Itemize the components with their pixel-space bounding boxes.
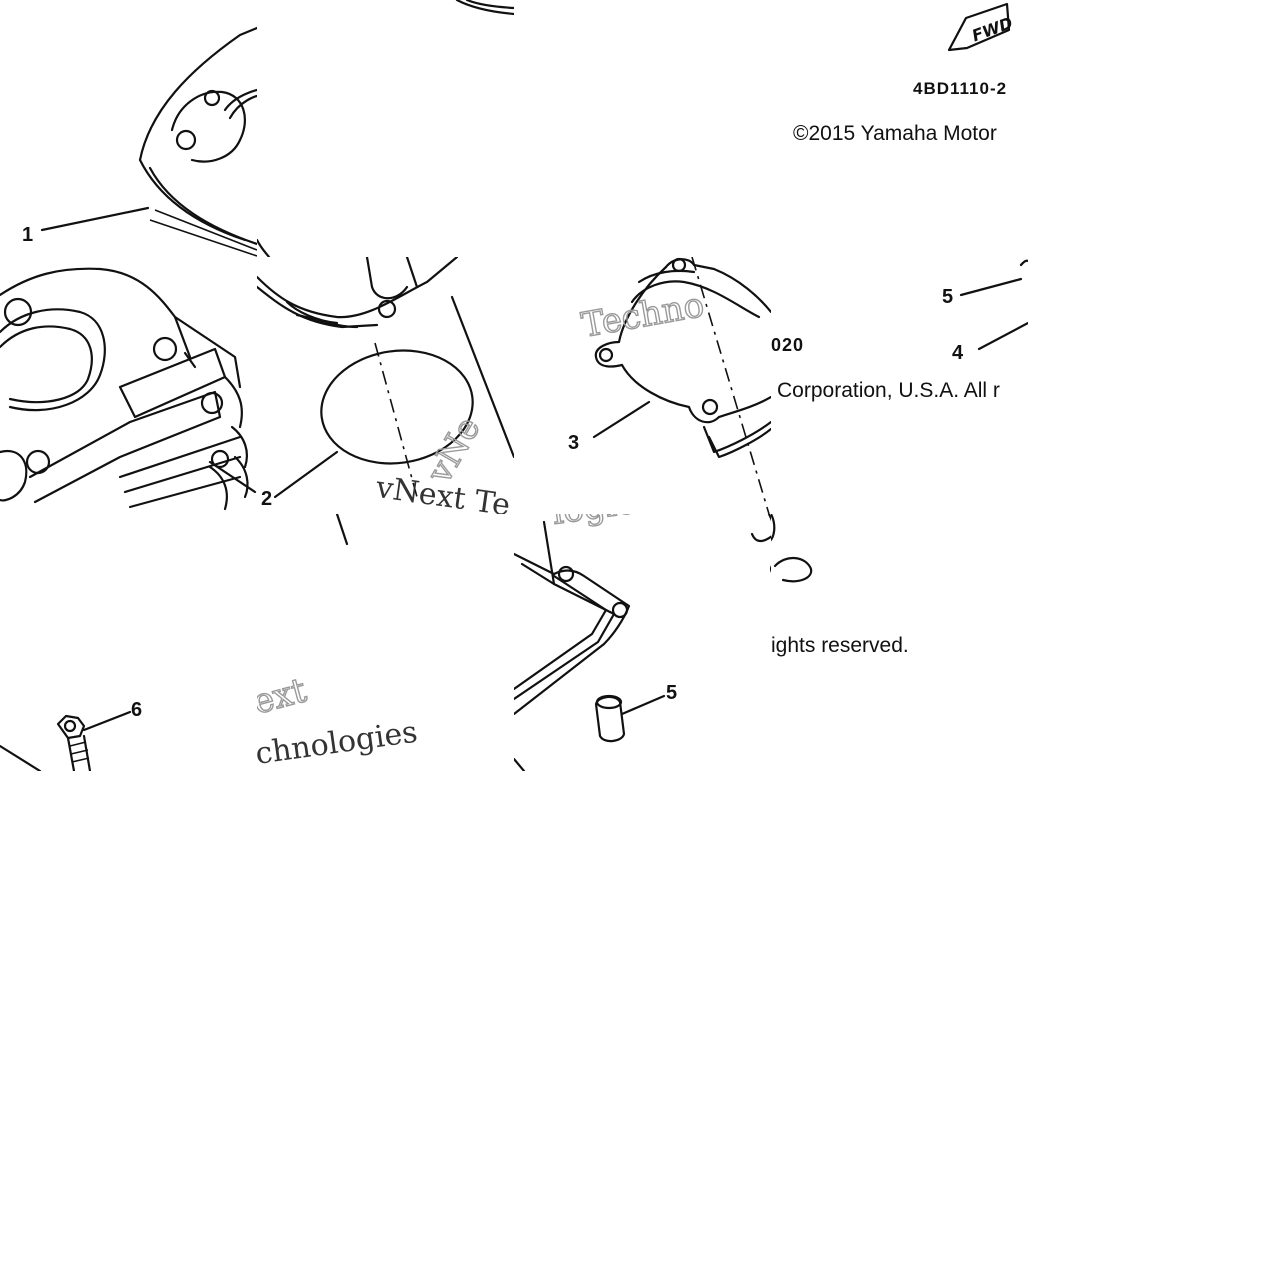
fragment-drawing-b xyxy=(257,0,514,257)
copyright-line-2: Corporation, U.S.A. All r xyxy=(777,379,1000,402)
callout-5: 5 xyxy=(666,682,677,704)
base-gasket-drawing: 5 logies xyxy=(514,514,771,771)
cylinder-head-drawing: 1 xyxy=(22,26,257,257)
tile-d xyxy=(0,257,257,514)
copyright-line-3: ights reserved. xyxy=(771,634,909,657)
part-code: 4BD1110-2 xyxy=(913,79,1008,98)
tile-b xyxy=(257,0,514,257)
bolt-drawing: 6 xyxy=(0,699,142,771)
tile-j: 5 logies xyxy=(514,514,771,771)
callout-5-top: 5 xyxy=(942,286,953,308)
fwd-label: FWD xyxy=(969,13,1015,45)
watermark-logies: logies xyxy=(550,514,656,533)
gasket-ring-drawing: 2 vNe vNext Te xyxy=(257,257,514,514)
dowel-fragment xyxy=(771,514,813,583)
watermark-ext: ext xyxy=(257,670,311,722)
watermark-techno: Techno xyxy=(579,285,708,346)
callout-2: 2 xyxy=(261,488,272,510)
tile-k: ights reserved. xyxy=(771,514,1028,771)
copyright-line-1: ©2015 Yamaha Motor xyxy=(793,122,997,145)
tile-g: 5 4 020 Corporation, U.S.A. All r xyxy=(771,257,1028,514)
watermark-fragment: ext chnologies xyxy=(257,514,420,771)
fwd-arrow-icon: FWD xyxy=(947,2,1015,52)
callout-4: 4 xyxy=(952,342,964,364)
head-gasket-drawing: 3 Techno xyxy=(568,257,771,514)
part-code-tail: 020 xyxy=(771,335,805,355)
watermark-chnologies: chnologies xyxy=(257,715,420,771)
callout-3: 3 xyxy=(568,432,579,454)
callout-6: 6 xyxy=(131,699,142,721)
tile-i: ext chnologies xyxy=(257,514,514,771)
tile-a: 1 xyxy=(0,0,257,257)
callout-1: 1 xyxy=(22,224,33,246)
tile-f: 3 Techno xyxy=(514,257,771,514)
cylinder-body-drawing xyxy=(0,267,257,511)
tile-h: 6 xyxy=(0,514,257,771)
dowel-pin-drawing: 5 4 xyxy=(942,259,1028,364)
tile-c: FWD 4BD1110-2 ©2015 Yamaha Motor xyxy=(771,0,1028,257)
tile-e: 2 vNe vNext Te xyxy=(257,257,514,514)
